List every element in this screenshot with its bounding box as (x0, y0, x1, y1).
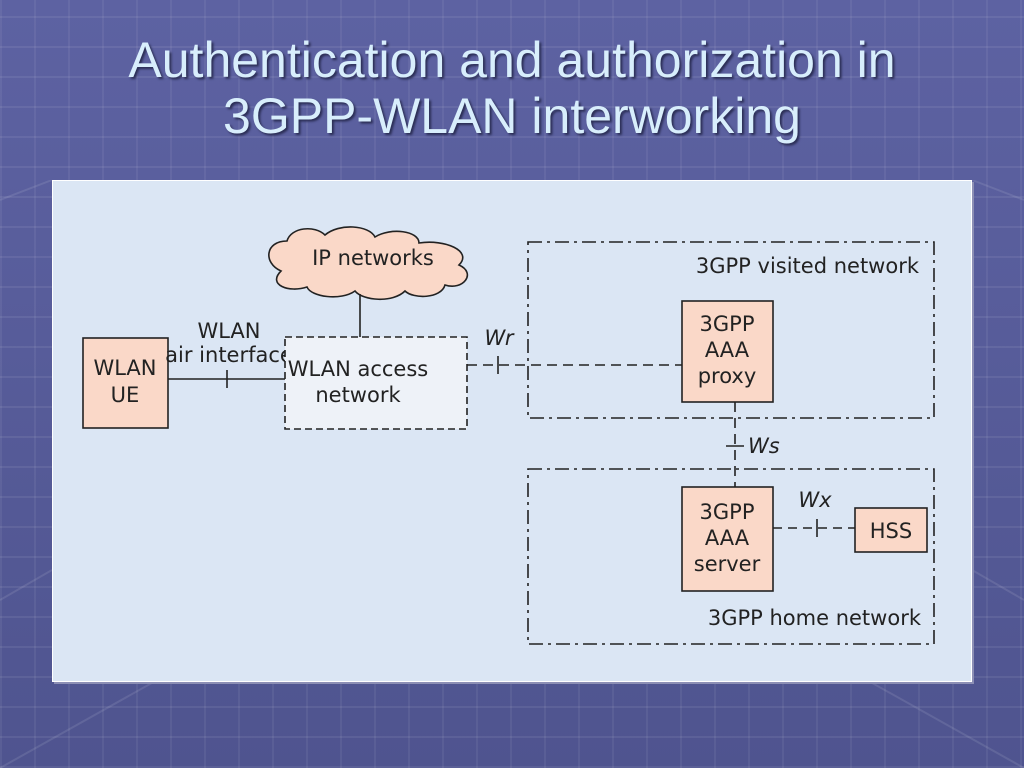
network-diagram: 3GPP visited network 3GPP home network I… (82, 226, 935, 645)
visited-network-region (527, 241, 935, 419)
wlan-access-network-box (284, 336, 468, 430)
ip-networks-label: IP networks (312, 246, 434, 270)
wlan-access-network-label-line1: WLAN access (288, 357, 428, 381)
title-line-2: 3GPP-WLAN interworking (223, 88, 801, 144)
aaa-proxy-box (681, 300, 774, 403)
wr-label: Wr (484, 326, 514, 350)
wlan-access-network-label-line2: network (315, 383, 401, 407)
aaa-server-label-line1: 3GPP (700, 500, 755, 524)
home-network-label: 3GPP home network (708, 606, 922, 630)
aaa-proxy-label-line3: proxy (698, 364, 757, 388)
title-line-1: Authentication and authorization in (128, 32, 896, 88)
aaa-server-label-line3: server (694, 552, 761, 576)
air-interface-label-line2: air interface (165, 343, 293, 367)
home-network-region (527, 468, 935, 645)
aaa-proxy-label-line2: AAA (705, 338, 750, 362)
wlan-ue-label-line2: UE (111, 383, 140, 407)
slide-title: Authentication and authorization in 3GPP… (0, 32, 1024, 144)
diagram-panel: 3GPP visited network 3GPP home network I… (52, 180, 972, 682)
hss-box (854, 507, 928, 553)
aaa-server-label-line2: AAA (705, 526, 750, 550)
wlan-ue-label-line1: WLAN (93, 356, 156, 380)
aaa-proxy-label-line1: 3GPP (700, 312, 755, 336)
aaa-server-box (681, 486, 774, 592)
ws-label: Ws (748, 434, 780, 458)
ip-networks-cloud (268, 226, 469, 301)
wlan-ue-box (82, 337, 169, 429)
visited-network-label: 3GPP visited network (696, 254, 920, 278)
air-interface-label-line1: WLAN (197, 319, 260, 343)
hss-label: HSS (870, 519, 912, 543)
wx-label: Wx (798, 488, 832, 512)
